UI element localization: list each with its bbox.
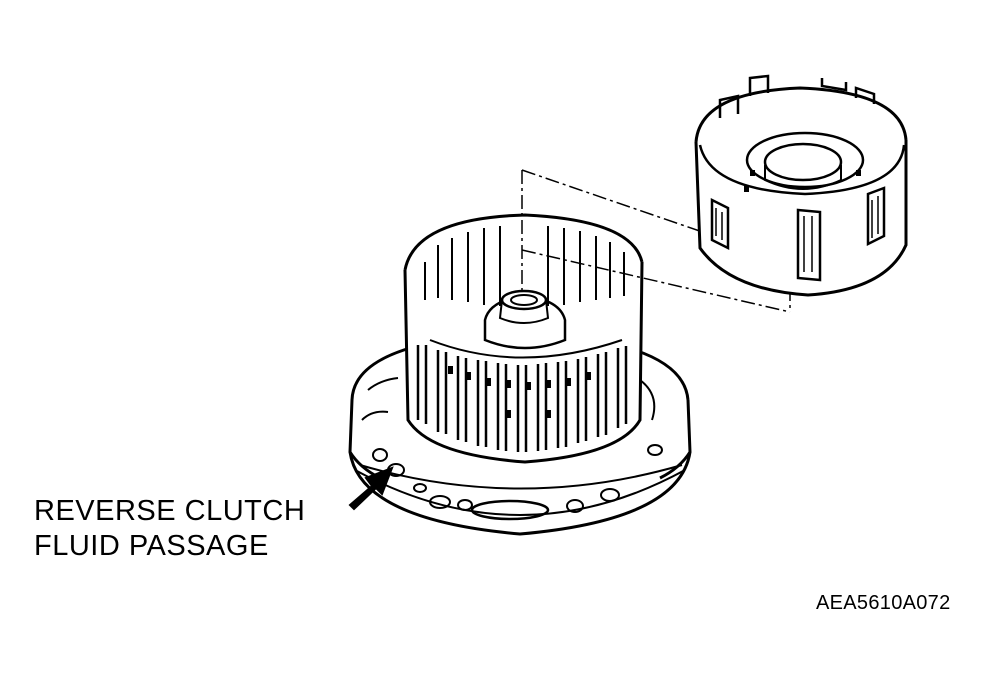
- callout-arrow: [348, 466, 394, 511]
- callout-label: REVERSE CLUTCH FLUID PASSAGE: [34, 494, 305, 564]
- callout-line-1: REVERSE CLUTCH: [34, 495, 306, 527]
- reverse-clutch-drum: [694, 74, 908, 297]
- clutch-drum: [403, 213, 644, 464]
- callout-line-2: FLUID PASSAGE: [34, 530, 269, 562]
- figure-code: AEA5610A072: [816, 592, 951, 614]
